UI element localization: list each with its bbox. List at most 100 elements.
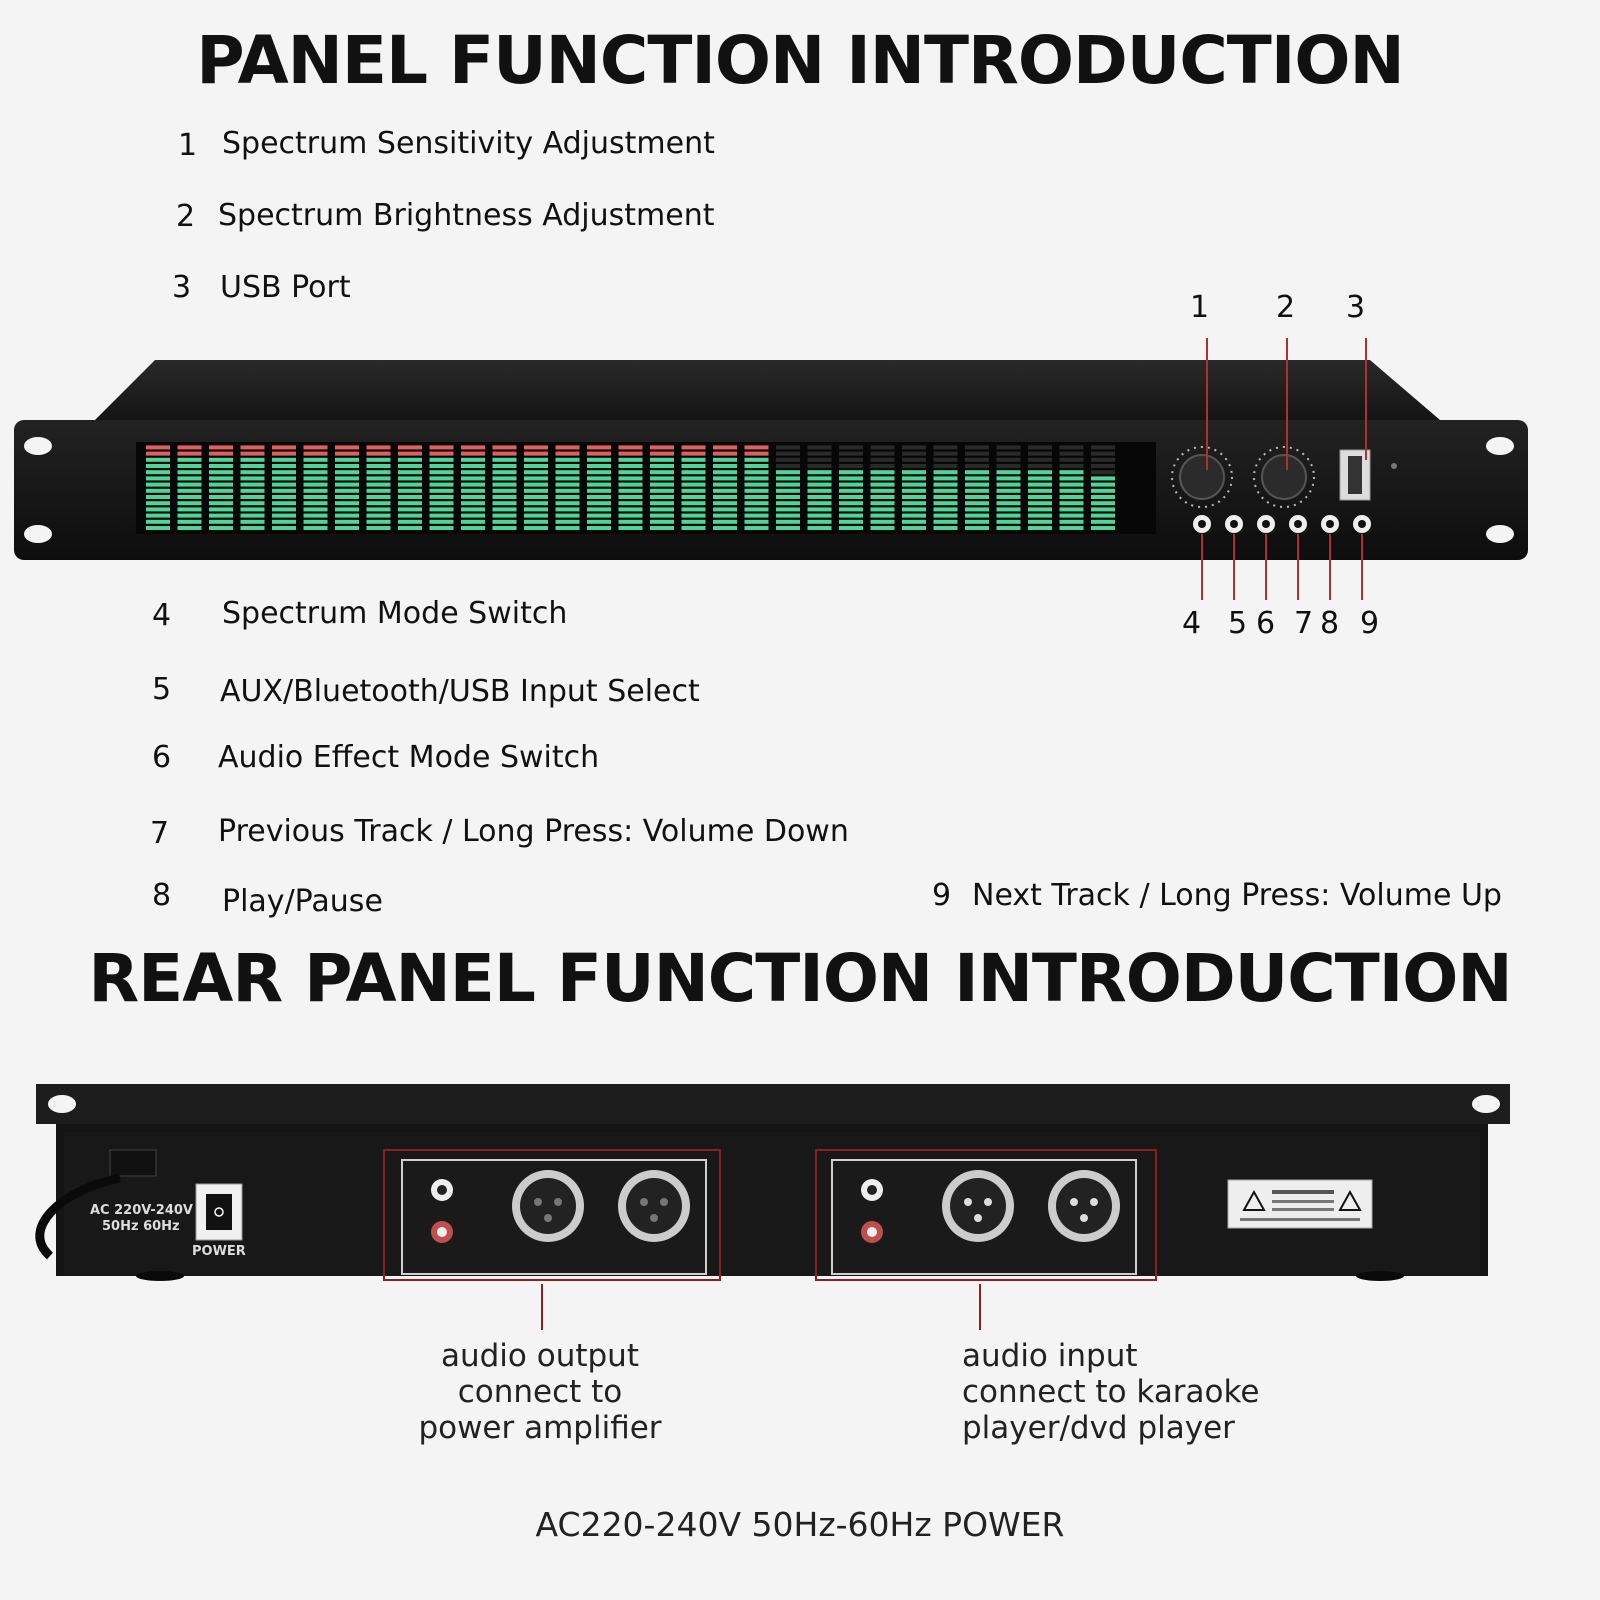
spectrum-segment (492, 476, 517, 481)
caption-line: audio output (440, 1338, 639, 1374)
spectrum-segment (744, 513, 769, 518)
spectrum-segment (492, 464, 517, 468)
spectrum-segment (713, 464, 737, 468)
spectrum-segment (713, 513, 737, 518)
spectrum-segment (492, 470, 517, 475)
spectrum-segment (807, 464, 832, 468)
spectrum-segment (776, 445, 800, 450)
spectrum-segment (870, 507, 895, 512)
spectrum-segment (776, 526, 800, 530)
spectrum-segment (807, 526, 832, 530)
spectrum-segment (996, 513, 1021, 518)
spectrum-segment (1059, 488, 1084, 493)
spectrum-segment (933, 464, 958, 468)
spectrum-segment (902, 457, 926, 462)
spectrum-segment (1091, 445, 1115, 450)
spectrum-segment (587, 526, 611, 530)
spectrum-segment (209, 501, 233, 506)
spectrum-segment (366, 445, 391, 450)
spectrum-segment (524, 451, 548, 456)
spectrum-segment (902, 482, 926, 487)
spectrum-segment (429, 513, 454, 518)
spectrum-segment (839, 507, 863, 512)
spectrum-segment (965, 445, 989, 450)
item-label-4: Spectrum Mode Switch (222, 596, 568, 631)
spectrum-segment (461, 476, 485, 481)
spectrum-segment (902, 464, 926, 468)
spectrum-segment (398, 519, 422, 524)
spectrum-segment (177, 451, 202, 456)
function-button-center (1294, 520, 1302, 528)
spectrum-segment (524, 501, 548, 506)
spectrum-segment (996, 476, 1021, 481)
spectrum-segment (272, 482, 296, 487)
spectrum-segment (618, 470, 643, 475)
spectrum-segment (933, 495, 958, 499)
spectrum-segment (996, 451, 1021, 456)
power-spec-print: 50Hz 60Hz (102, 1219, 180, 1234)
spectrum-segment (618, 482, 643, 487)
item-label-1: Spectrum Sensitivity Adjustment (222, 126, 715, 161)
spectrum-segment (650, 470, 674, 475)
spectrum-segment (429, 507, 454, 512)
spectrum-segment (335, 507, 359, 512)
spectrum-segment (776, 457, 800, 462)
spectrum-segment (429, 457, 454, 462)
spectrum-segment (587, 482, 611, 487)
spectrum-segment (335, 464, 359, 468)
spectrum-segment (335, 445, 359, 450)
spectrum-segment (492, 519, 517, 524)
spectrum-segment (366, 482, 391, 487)
spectrum-segment (240, 451, 265, 456)
spectrum-segment (1059, 457, 1084, 462)
spectrum-segment (776, 451, 800, 456)
audio-input-panel (815, 1149, 1157, 1281)
spectrum-segment (524, 482, 548, 487)
spectrum-segment (398, 445, 422, 450)
spectrum-segment (272, 445, 296, 450)
spectrum-segment (366, 526, 391, 530)
item-number-4: 4 (152, 598, 172, 633)
spectrum-segment (776, 507, 800, 512)
spectrum-segment (965, 457, 989, 462)
spectrum-segment (461, 495, 485, 499)
spectrum-segment (555, 457, 580, 462)
spectrum-segment (524, 519, 548, 524)
spectrum-segment (902, 451, 926, 456)
spectrum-segment (366, 501, 391, 506)
spectrum-segment (240, 526, 265, 530)
spectrum-segment (492, 451, 517, 456)
spectrum-segment (1059, 464, 1084, 468)
usb-port (1339, 449, 1371, 501)
spectrum-segment (524, 476, 548, 481)
spectrum-segment (744, 445, 769, 450)
spectrum-segment (461, 470, 485, 475)
spectrum-segment (366, 476, 391, 481)
spectrum-segment (902, 519, 926, 524)
spectrum-segment (524, 488, 548, 493)
spectrum-segment (240, 445, 265, 450)
spectrum-segment (1028, 482, 1052, 487)
spectrum-segment (366, 457, 391, 462)
spectrum-segment (587, 513, 611, 518)
spectrum-segment (839, 476, 863, 481)
spectrum-segment (839, 445, 863, 450)
spectrum-segment (870, 445, 895, 450)
spectrum-segment (870, 451, 895, 456)
spectrum-segment (1059, 451, 1084, 456)
spectrum-segment (776, 476, 800, 481)
spectrum-segment (209, 495, 233, 499)
spectrum-segment (618, 457, 643, 462)
function-button-center (1230, 520, 1238, 528)
spectrum-segment (744, 501, 769, 506)
caution-label (1227, 1179, 1373, 1229)
spectrum-segment (240, 457, 265, 462)
item-label-2: Spectrum Brightness Adjustment (218, 198, 715, 233)
spectrum-segment (177, 526, 202, 530)
spectrum-segment (1028, 526, 1052, 530)
spectrum-segment (272, 451, 296, 456)
spectrum-segment (492, 526, 517, 530)
spectrum-segment (650, 445, 674, 450)
spectrum-segment (461, 519, 485, 524)
spectrum-segment (335, 519, 359, 524)
